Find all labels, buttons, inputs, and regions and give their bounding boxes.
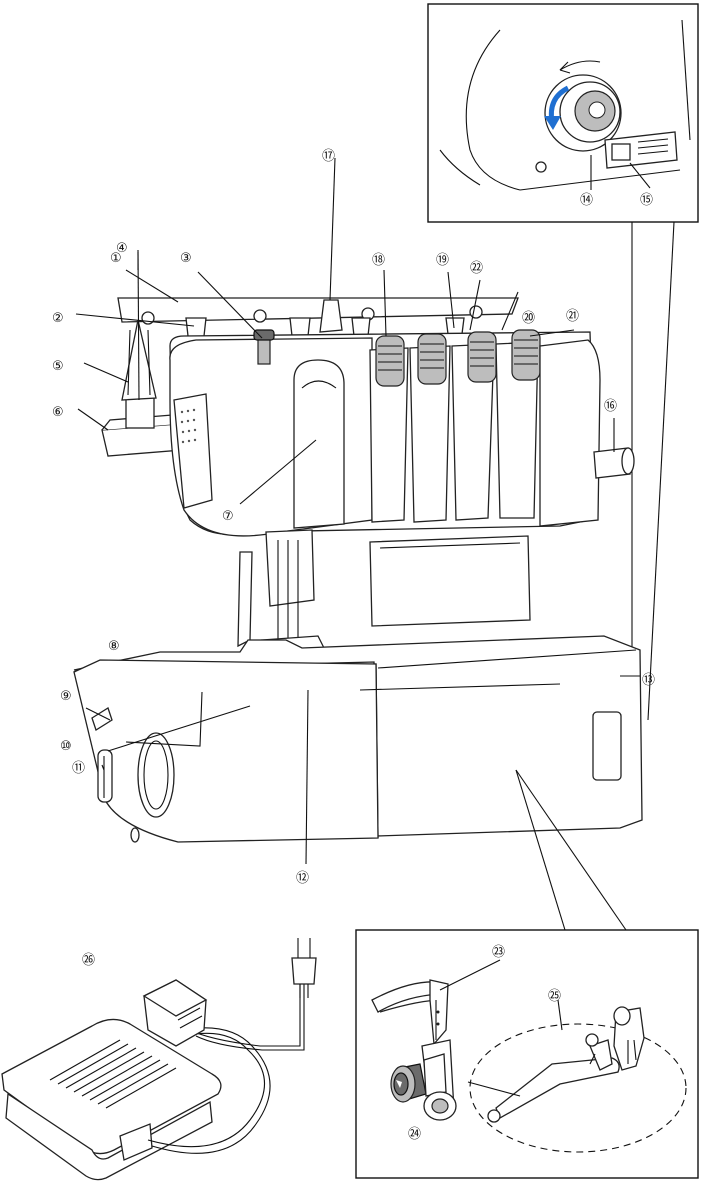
leader-lines: [75, 157, 640, 1097]
callout-14: ⑭: [580, 193, 593, 208]
callout-11: ⑪: [72, 761, 85, 776]
accessory-inset-panel: [355, 769, 699, 1179]
tension-dial-3: [467, 331, 497, 383]
callout-16: ⑯: [604, 399, 617, 414]
power-switch: [604, 131, 678, 169]
screw-icon: [535, 161, 547, 173]
callout-15: ⑮: [640, 193, 653, 208]
tension-dial-2: [417, 333, 447, 385]
callout-17: ⑰: [322, 149, 335, 164]
callout-25: ㉕: [548, 989, 561, 1004]
callout-1: ①: [110, 251, 122, 266]
tension-dial-1: [375, 335, 405, 387]
callout-10: ⑩: [60, 739, 72, 754]
callout-8: ⑧: [108, 639, 120, 654]
callout-20: ⑳: [522, 311, 535, 326]
arrow-head-icon: [544, 116, 561, 130]
callout-2: ②: [52, 311, 64, 326]
callout-23: ㉓: [492, 945, 505, 960]
callout-13: ⑬: [642, 673, 655, 688]
diff-feed-lever: [91, 707, 113, 731]
rotation-guide-arc: [559, 60, 601, 71]
handwheel-knob: [544, 74, 622, 152]
callout-9: ⑨: [60, 689, 72, 704]
callout-3: ③: [180, 251, 192, 266]
foot-pedal-icon: [1, 979, 305, 1181]
callout-labels: ① ② ③ ④ ⑤ ⑥ ⑦ ⑧ ⑨ ⑩ ⑪ ⑫ ⑬ ⑭ ⑮ ⑯ ⑰ ⑱ ⑲ ⑳ …: [52, 149, 655, 1142]
power-plug-icon: [291, 938, 317, 998]
callout-19: ⑲: [436, 253, 449, 268]
callout-26: ㉖: [82, 953, 95, 968]
callout-24: ㉔: [408, 1127, 421, 1142]
stitch-length-dial: [97, 749, 113, 803]
callout-22: ㉒: [470, 261, 483, 276]
machine-body: [73, 329, 643, 843]
callout-21: ㉑: [566, 309, 579, 324]
tension-dial-4: [511, 329, 541, 381]
spool-cap-icon: [390, 1063, 427, 1103]
callout-18: ⑱: [372, 253, 385, 268]
callout-12: ⑫: [296, 871, 309, 886]
callout-6: ⑥: [52, 405, 64, 420]
callout-4: ④: [116, 241, 128, 256]
spool-net-icon: [423, 1053, 457, 1121]
callout-7: ⑦: [222, 509, 234, 524]
inset-handwheel-panel: [427, 3, 699, 223]
callout-5: ⑤: [52, 359, 64, 374]
